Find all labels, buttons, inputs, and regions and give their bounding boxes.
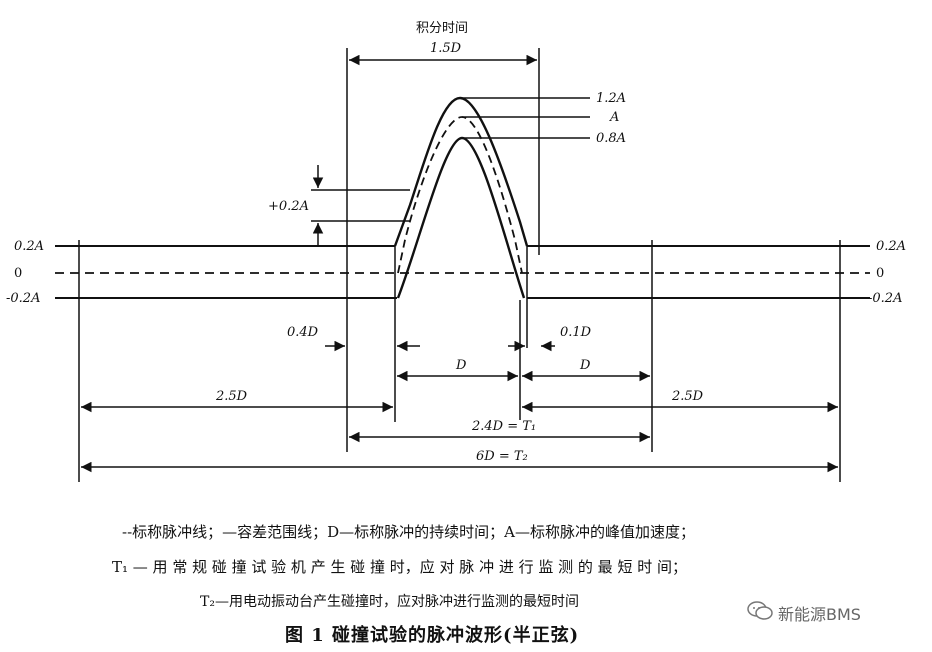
upper-tolerance-curve xyxy=(393,96,529,247)
right-zero-label: 0 xyxy=(876,266,884,281)
span-D-center-label: D xyxy=(455,358,467,373)
left-zero-label: 0 xyxy=(14,266,22,281)
watermark-text: 新能源BMS xyxy=(778,605,861,624)
wechat-icon xyxy=(747,601,773,620)
right-0-2A-label: 0.2A xyxy=(876,239,906,254)
dimension-lines xyxy=(81,54,838,473)
peak-leaders xyxy=(462,97,590,139)
span-0-4D-label: 0.4D xyxy=(287,325,319,340)
span-2-5D-left-label: 2.5D xyxy=(215,389,248,404)
span-2-5D-right-label: 2.5D xyxy=(671,389,704,404)
plus-0-2A-indicator xyxy=(311,165,410,246)
figure-title: 图 1 碰撞试验的脉冲波形(半正弦) xyxy=(285,625,580,646)
nominal-pulse-curve xyxy=(397,116,523,274)
tolerance-lines xyxy=(55,245,870,299)
span-1-5D-label: 1.5D xyxy=(430,41,462,56)
left-minus-0-2A-label: -0.2A xyxy=(6,291,40,306)
span-T2-label: 6D = T₂ xyxy=(476,449,528,464)
plus-0-2A-label: +0.2A xyxy=(268,199,309,214)
left-0-2A-label: 0.2A xyxy=(14,239,44,254)
peak-A-label: A xyxy=(609,110,619,125)
span-D-right-label: D xyxy=(579,358,591,373)
legend-line-3: T₂—用电动振动台产生碰撞时，应对脉冲进行监测的最短时间 xyxy=(200,594,579,610)
peak-0-8A-label: 0.8A xyxy=(596,131,626,146)
extension-lines xyxy=(78,48,841,482)
lower-tolerance-curve xyxy=(396,136,526,299)
legend-line-2: T₁ — 用 常 规 碰 撞 试 验 机 产 生 碰 撞 时，应 对 脉 冲 进… xyxy=(112,558,687,576)
span-T1-label: 2.4D = T₁ xyxy=(471,419,536,434)
span-0-1D-label: 0.1D xyxy=(560,325,592,340)
integration-time-label: 积分时间 xyxy=(416,21,468,36)
peak-1-2A-label: 1.2A xyxy=(596,91,626,106)
right-minus-0-2A-label: -0.2A xyxy=(868,291,902,306)
legend-line-1: --标称脉冲线；—容差范围线；D—标称脉冲的持续时间；A—标称脉冲的峰值加速度； xyxy=(122,523,695,541)
